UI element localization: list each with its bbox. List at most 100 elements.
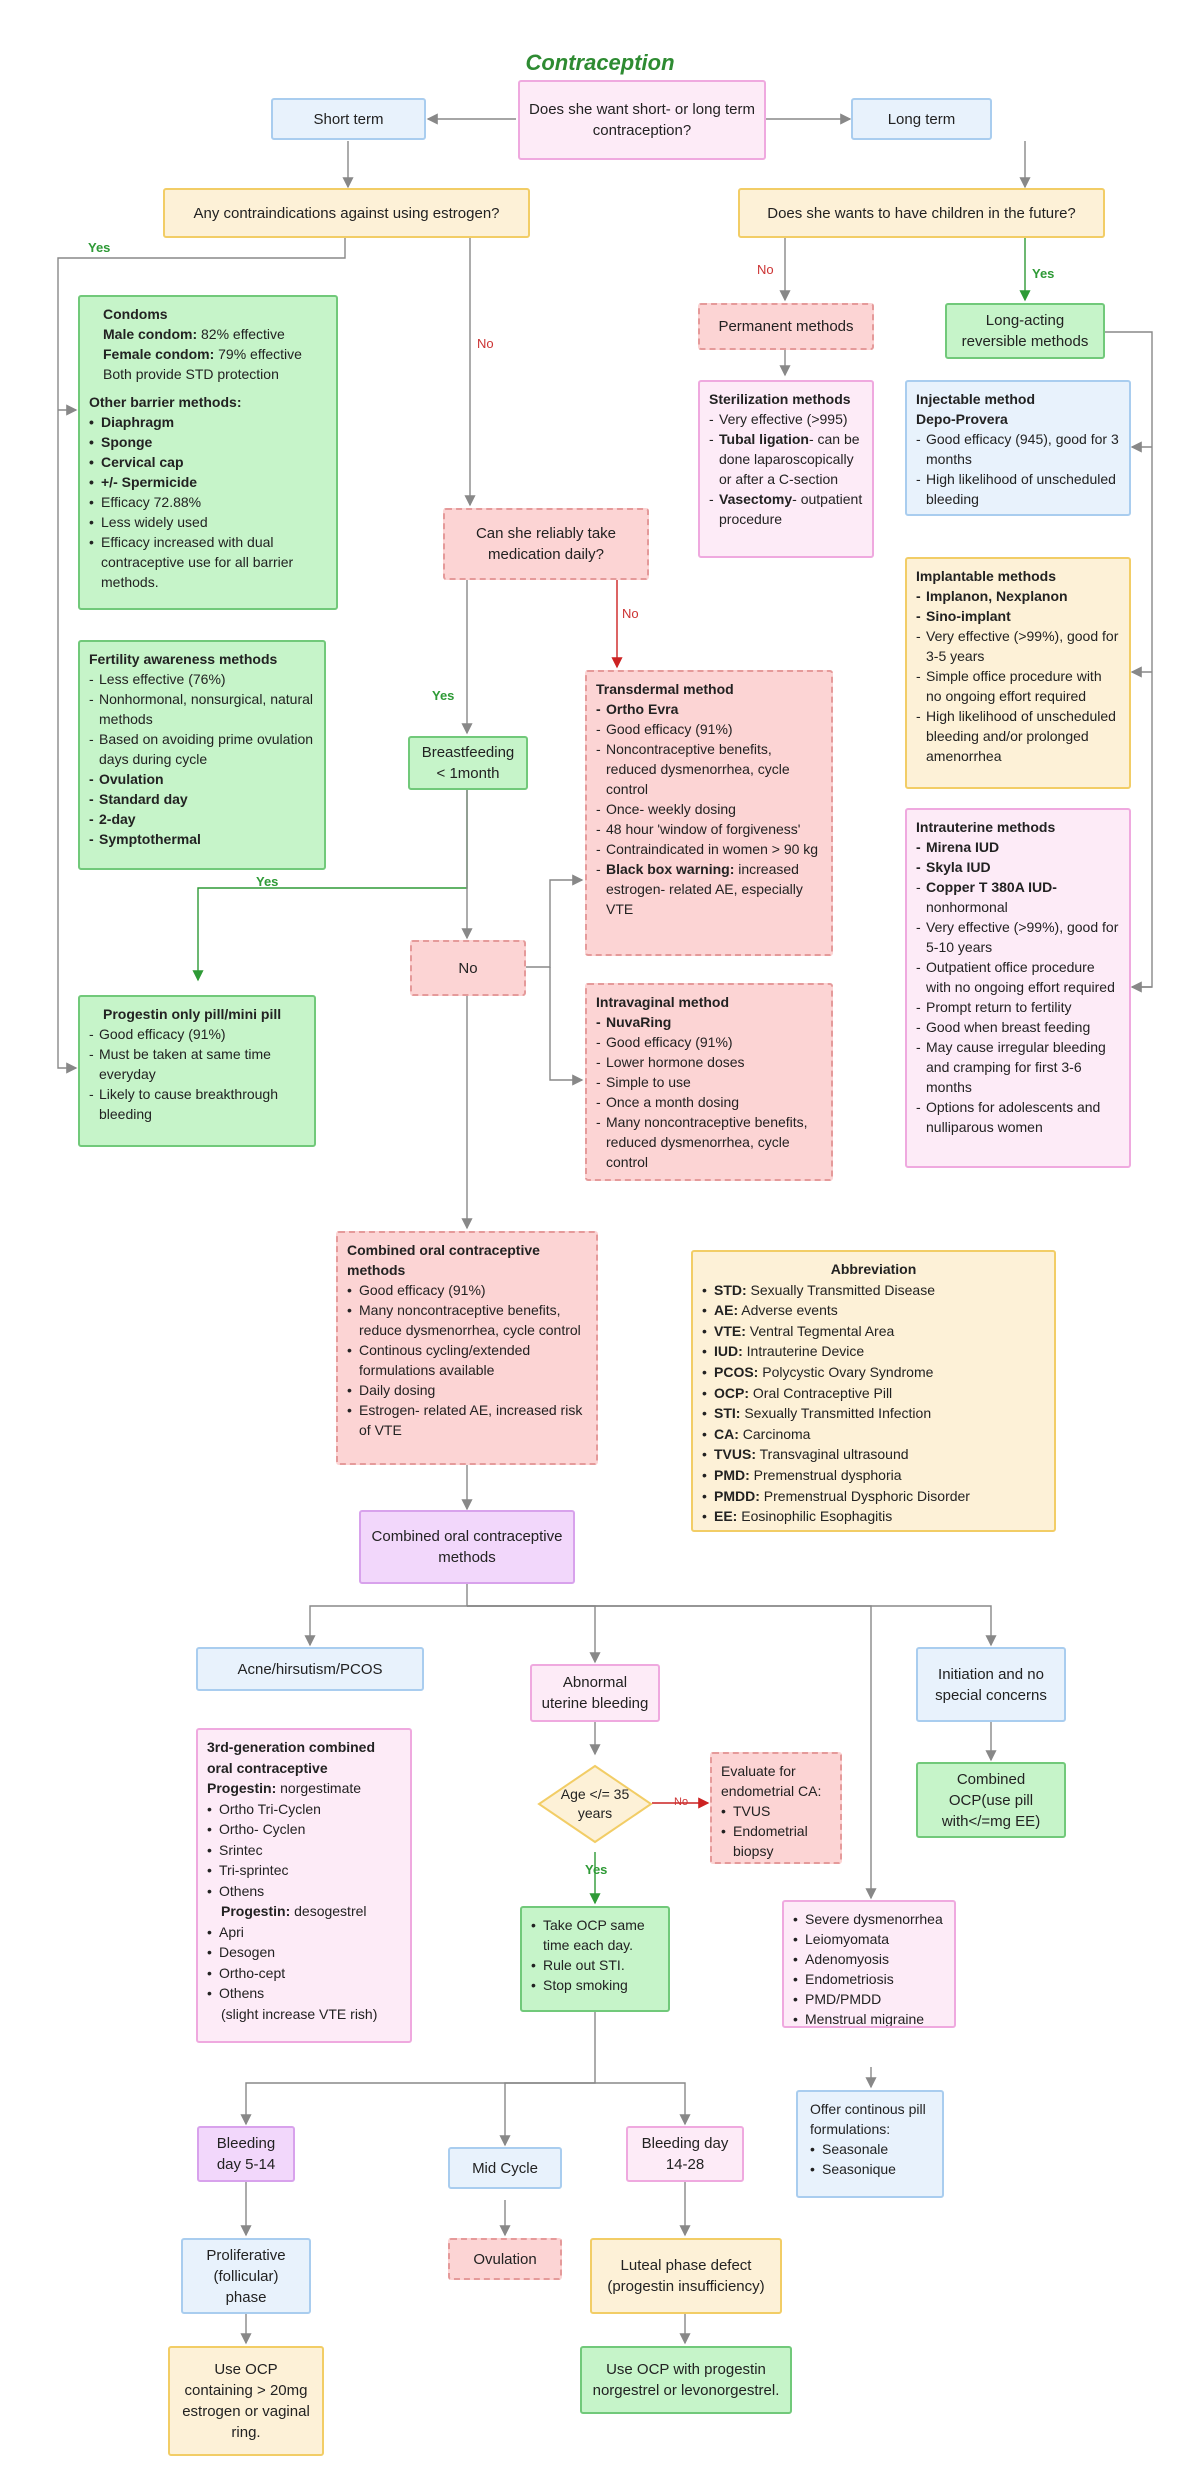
transdermal-heading: Transdermal method	[596, 681, 734, 697]
list-item: AE: Adverse events	[702, 1300, 1045, 1321]
breastfeeding-box: Breastfeeding < 1month	[408, 736, 528, 790]
list-item: Srintec	[207, 1840, 401, 1861]
other-barrier-heading: Other barrier methods:	[89, 394, 242, 410]
luteal-box: Luteal phase defect (progestin insuffici…	[590, 2238, 782, 2314]
list-item: TVUS	[721, 1801, 831, 1821]
female-condom: Female condom: 79% effective	[103, 346, 302, 362]
list-item: Very effective (>99%), good for 5-10 yea…	[916, 917, 1120, 957]
label-yes-daily: Yes	[432, 688, 455, 703]
intravaginal-heading: Intravaginal method	[596, 994, 730, 1010]
list-item: Must be taken at same time everyday	[89, 1044, 305, 1084]
label-yes-estrogen: Yes	[88, 240, 111, 255]
continuous-heading: Offer continous pill formulations:	[810, 2101, 926, 2137]
list-item: OCP: Oral Contraceptive Pill	[702, 1383, 1045, 1404]
abbreviation-heading: Abbreviation	[830, 1261, 917, 1277]
implantable-heading: Implantable methods	[916, 568, 1057, 584]
age-label: Age </= 35 years	[560, 1786, 630, 1821]
fertility-heading: Fertility awareness methods	[89, 651, 278, 667]
list-item: Take OCP same time each day.	[531, 1915, 659, 1955]
list-item: Tubal ligation- can be done laparoscopic…	[709, 429, 863, 489]
list-item: Mirena IUD	[916, 837, 1120, 857]
list-item: Options for adolescents and nulliparous …	[916, 1097, 1120, 1137]
list-item: STI: Sexually Transmitted Infection	[702, 1403, 1045, 1424]
list-item: Ovulation	[89, 769, 315, 789]
list-item: Seasonique	[810, 2159, 933, 2179]
list-item: 48 hour 'window of forgiveness'	[596, 819, 822, 839]
list-item: Good efficacy (91%)	[89, 1024, 305, 1044]
long-term-box: Long term	[851, 98, 992, 140]
list-item: Vasectomy- outpatient procedure	[709, 489, 863, 529]
list-item: Ortho Tri-Cyclen	[207, 1799, 401, 1820]
list-item: Seasonale	[810, 2139, 933, 2159]
list-item: Once a month dosing	[596, 1092, 822, 1112]
list-item: VTE: Ventral Tegmental Area	[702, 1321, 1045, 1342]
list-item: Standard day	[89, 789, 315, 809]
list-item: PMDD: Premenstrual Dysphoric Disorder	[702, 1486, 1045, 1507]
progestin-desogestrel: Progestin: desogestrel	[221, 1903, 367, 1919]
list-item: Estrogen- related AE, increased risk of …	[347, 1400, 587, 1440]
list-item: Good efficacy (91%)	[347, 1280, 587, 1300]
list-item: Outpatient office procedure with no ongo…	[916, 957, 1120, 997]
ocp-progestin-box: Use OCP with progestin norgestrel or lev…	[580, 2346, 792, 2414]
implantable-box: Implantable methods Implanon, Nexplanon …	[905, 557, 1131, 789]
list-item: Ortho- Cyclen	[207, 1819, 401, 1840]
list-item: Prompt return to fertility	[916, 997, 1120, 1017]
conditions-box: Severe dysmenorrhea Leiomyomata Adenomyo…	[782, 1900, 956, 2028]
question-estrogen: Any contraindications against using estr…	[163, 188, 530, 238]
list-item: Likely to cause breakthrough bleeding	[89, 1084, 305, 1124]
abbreviation-box: Abbreviation STD: Sexually Transmitted D…	[691, 1250, 1056, 1532]
std-protection: Both provide STD protection	[103, 366, 279, 382]
list-item: PCOS: Polycystic Ovary Syndrome	[702, 1362, 1045, 1383]
injectable-heading: Injectable method	[916, 391, 1036, 407]
list-item: Simple to use	[596, 1072, 822, 1092]
question-daily-medication: Can she reliably take medication daily?	[443, 508, 649, 580]
bleeding-5-14-box: Bleeding day 5-14	[197, 2126, 295, 2182]
list-item: Many noncontraceptive benefits, reduced …	[596, 1112, 822, 1172]
list-item: Very effective (>995)	[709, 409, 863, 429]
bleeding-14-28-box: Bleeding day 14-28	[626, 2126, 744, 2182]
label-no-daily: No	[622, 606, 639, 621]
list-item: Rule out STI.	[531, 1955, 659, 1975]
label-no-age: No	[674, 1796, 689, 1808]
label-yes-children: Yes	[1032, 266, 1055, 281]
list-item: Good efficacy (91%)	[596, 719, 822, 739]
proliferative-box: Proliferative (follicular) phase	[181, 2238, 311, 2314]
injectable-name: Depo-Provera	[916, 411, 1008, 427]
sterilization-heading: Sterilization methods	[709, 391, 851, 407]
list-item: Based on avoiding prime ovulation days d…	[89, 729, 315, 769]
endometrial-heading: Evaluate for endometrial CA:	[721, 1763, 822, 1799]
list-item: Apri	[207, 1922, 401, 1943]
take-ocp-box: Take OCP same time each day. Rule out ST…	[520, 1906, 670, 2012]
list-item: Good efficacy (945), good for 3 months	[916, 429, 1120, 469]
label-no-estrogen: No	[477, 336, 494, 351]
vte-note: (slight increase VTE rish)	[221, 2005, 378, 2022]
list-item: Good efficacy (91%)	[596, 1032, 822, 1052]
label-no-children: No	[757, 262, 774, 277]
condoms-heading: Condoms	[103, 306, 168, 322]
list-item: Endometriosis	[793, 1969, 945, 1989]
endometrial-box: Evaluate for endometrial CA: TVUS Endome…	[710, 1752, 842, 1864]
list-item: Nonhormonal, nonsurgical, natural method…	[89, 689, 315, 729]
coc-detail-box: Combined oral contraceptive methods Good…	[336, 1231, 598, 1465]
list-item: May cause irregular bleeding and crampin…	[916, 1037, 1120, 1097]
no-box: No	[410, 940, 526, 996]
list-item: PMD/PMDD	[793, 1989, 945, 2009]
list-item: Cervical cap	[89, 452, 327, 472]
list-item: Efficacy 72.88%	[89, 492, 327, 512]
intrauterine-box: Intrauterine methods Mirena IUD Skyla IU…	[905, 808, 1131, 1168]
list-item: Efficacy increased with dual contracepti…	[89, 532, 327, 592]
sterilization-box: Sterilization methods Very effective (>9…	[698, 380, 874, 558]
injectable-box: Injectable method Depo-Provera Good effi…	[905, 380, 1131, 516]
list-item: Adenomyosis	[793, 1949, 945, 1969]
mid-cycle-box: Mid Cycle	[448, 2147, 562, 2189]
age-decision-diamond	[537, 1764, 653, 1844]
fertility-awareness-box: Fertility awareness methods Less effecti…	[78, 640, 326, 870]
initiation-box: Initiation and no special concerns	[916, 1647, 1066, 1722]
page-title: Contraception	[525, 50, 675, 75]
list-item: Once- weekly dosing	[596, 799, 822, 819]
list-item: Noncontraceptive benefits, reduced dysme…	[596, 739, 822, 799]
list-item: Simple office procedure with no ongoing …	[916, 666, 1120, 706]
list-item: High likelihood of unscheduled bleeding …	[916, 706, 1120, 766]
list-item: Ortho-cept	[207, 1963, 401, 1984]
intravaginal-box: Intravaginal method NuvaRing Good effica…	[585, 983, 833, 1181]
